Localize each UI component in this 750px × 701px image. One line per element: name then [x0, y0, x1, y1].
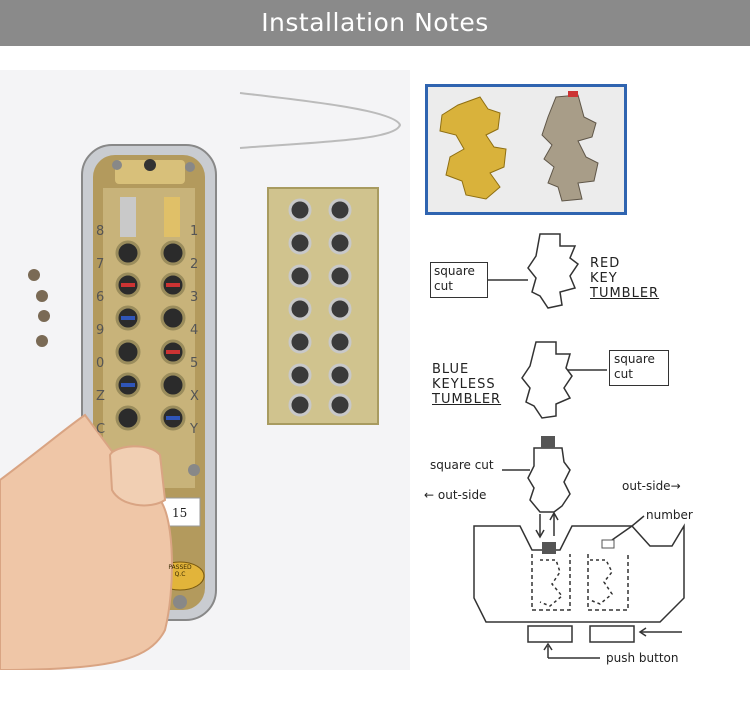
tumbler-closeup: [425, 84, 627, 215]
label-line: cut: [434, 279, 453, 293]
key-label: Y: [190, 422, 198, 437]
left-key-labels: 8 7 6 9 0 Z C: [96, 215, 110, 446]
right-key-labels: 1 2 3 4 5 X Y: [190, 215, 204, 446]
label-line: cut: [614, 367, 633, 381]
outside-right-label: out-side→: [622, 479, 681, 493]
label-line: TUMBLER: [590, 286, 660, 301]
outside-left-label: ← out-side: [424, 488, 487, 502]
banner-title: Installation Notes: [261, 8, 489, 37]
key-label: 1: [190, 224, 199, 239]
key-label: 0: [96, 356, 105, 371]
label-line: square: [434, 264, 475, 278]
lock-photo: 8 7 6 9 0 Z C 1 2 3 4 5 X Y 15 PASSED Q.…: [0, 70, 410, 670]
square-cut-box-red: [430, 262, 488, 298]
key-label: 6: [96, 290, 105, 305]
label-line: TUMBLER: [432, 392, 502, 407]
key-label: 5: [190, 356, 199, 371]
key-label: 9: [96, 323, 105, 338]
square-cut-box-blue: [609, 350, 669, 386]
key-label: 8: [96, 224, 105, 239]
label-line: BLUE: [432, 362, 470, 377]
number-label: number: [646, 508, 693, 522]
key-label: 2: [190, 257, 199, 272]
key-label: C: [96, 422, 106, 437]
key-label: 4: [190, 323, 199, 338]
square-cut-label-red: square cut: [434, 264, 475, 294]
key-label: Z: [96, 389, 105, 404]
label-line: RED: [590, 256, 621, 271]
push-button-label: push button: [606, 651, 679, 665]
square-cut-label: square cut: [430, 458, 494, 472]
square-cut-label-blue: square cut: [614, 352, 655, 382]
label-line: KEY: [590, 271, 618, 286]
plate-number: 15: [172, 506, 188, 520]
tumbler-closeup-illustration: [439, 91, 599, 202]
key-label: 7: [96, 257, 105, 272]
header-banner: [0, 0, 750, 46]
blue-keyless-tumbler-label: BLUE KEYLESS TUMBLER: [432, 362, 501, 407]
label-line: KEYLESS: [432, 377, 496, 392]
qc-sticker: PASSED Q.C: [163, 564, 197, 578]
red-key-tumbler-label: RED KEY TUMBLER: [590, 256, 659, 301]
label-line: square: [614, 352, 655, 366]
key-label: X: [190, 389, 199, 404]
key-holes: [0, 187, 379, 670]
sticker-line: PASSED: [168, 564, 192, 571]
key-label: 3: [190, 290, 199, 305]
sticker-line: Q.C: [174, 571, 186, 578]
